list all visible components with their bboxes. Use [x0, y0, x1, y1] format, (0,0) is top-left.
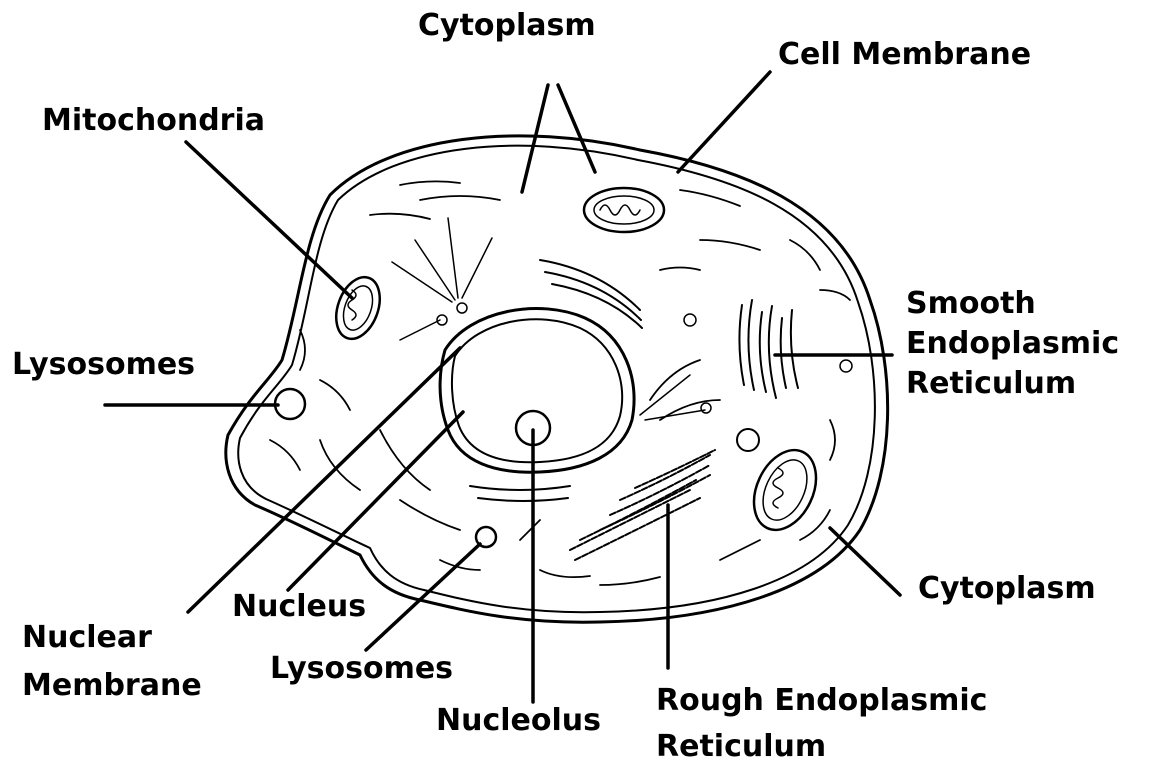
label-rough-er-line-1: Rough Endoplasmic [656, 678, 987, 724]
leader-lysosomes-bottom [366, 544, 480, 650]
label-cytoplasm-top: Cytoplasm [418, 9, 596, 43]
label-smooth-er: Smooth Endoplasmic Reticulum [906, 284, 1119, 404]
label-cell-membrane: Cell Membrane [778, 38, 1031, 72]
nuclear-membrane-inner [452, 319, 622, 462]
label-nuclear-membrane-line-2: Membrane [22, 662, 202, 710]
label-nuclear-membrane-line-1: Nuclear [22, 614, 202, 662]
label-cytoplasm-right: Cytoplasm [918, 572, 1096, 606]
label-nucleus: Nucleus [232, 590, 366, 624]
leader-nucleus [288, 412, 463, 590]
leader-cytoplasm-top-a [522, 85, 548, 192]
label-rough-er: Rough Endoplasmic Reticulum [656, 678, 987, 770]
smooth-er-strands [739, 300, 798, 398]
rough-er-stack [570, 450, 715, 560]
label-mitochondria: Mitochondria [42, 104, 265, 138]
label-smooth-er-line-1: Smooth [906, 284, 1119, 324]
label-lysosomes-bottom: Lysosomes [270, 652, 453, 686]
label-smooth-er-line-3: Reticulum [906, 364, 1119, 404]
label-rough-er-line-2: Reticulum [656, 724, 987, 770]
leader-cytoplasm-top-b [558, 85, 595, 172]
label-nuclear-membrane: Nuclear Membrane [22, 614, 202, 710]
label-lysosomes-left: Lysosomes [12, 348, 195, 382]
lysosome-left [275, 389, 305, 419]
label-smooth-er-line-2: Endoplasmic [906, 324, 1119, 364]
leader-mitochondria [186, 142, 352, 298]
leader-cell-membrane [678, 72, 770, 172]
cell-membrane-outer [226, 136, 888, 622]
mitochondrion-top [584, 188, 664, 232]
nuclear-membrane-outer [440, 308, 634, 472]
mitochondrion-right [742, 440, 828, 540]
label-nucleolus: Nucleolus [436, 704, 601, 738]
leader-nuclear-membrane [188, 348, 460, 612]
leader-cytoplasm-right [830, 528, 900, 595]
